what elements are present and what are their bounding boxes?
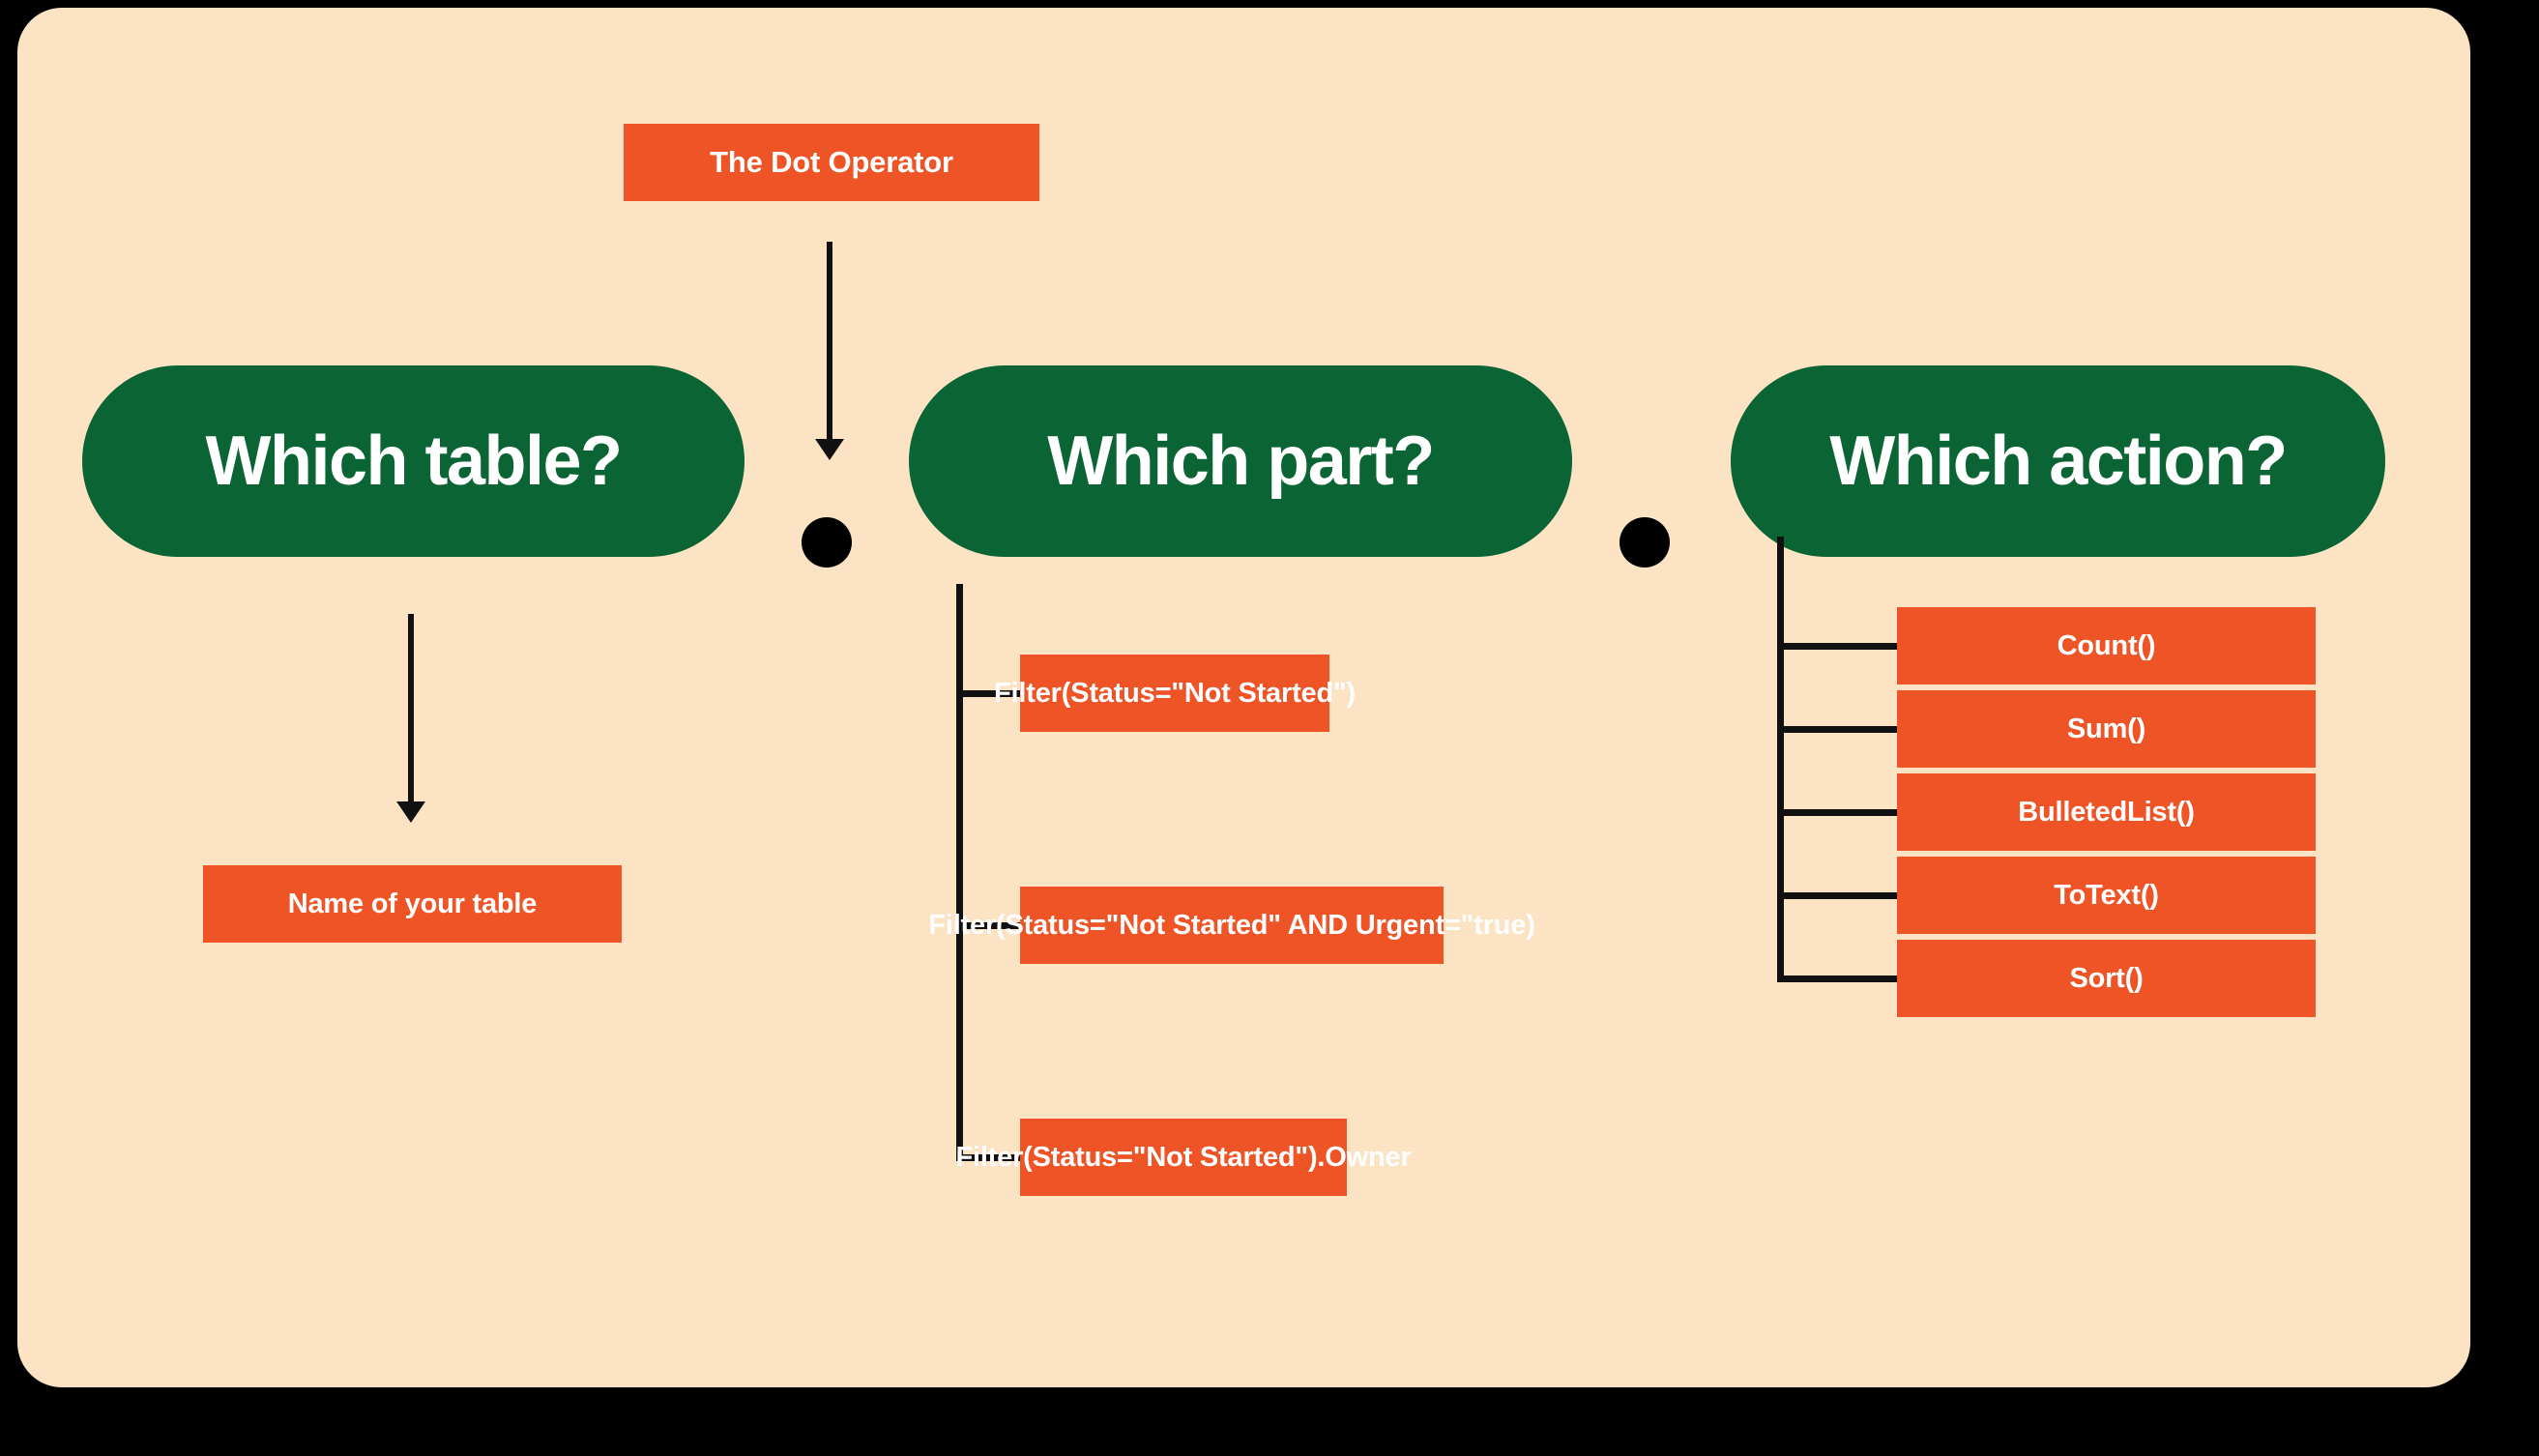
- dot-operator-icon-2: [1620, 517, 1670, 568]
- dot-operator-icon-1: [802, 517, 852, 568]
- item-filter-not-started-and-urgent: Filter(Status="Not Started" AND Urgent="…: [928, 887, 1535, 964]
- title-box-dot-operator: The Dot Operator: [624, 124, 1039, 201]
- item-totext: ToText(): [1897, 857, 2316, 934]
- item-sort: Sort(): [1897, 940, 2316, 1017]
- heading-pill-which-action[interactable]: Which action?: [1731, 365, 2385, 557]
- heading-pill-which-table[interactable]: Which table?: [82, 365, 744, 557]
- item-sum: Sum(): [1897, 690, 2316, 768]
- item-filter-not-started-owner: Filter(Status="Not Started").Owner: [955, 1119, 1412, 1196]
- item-name-of-your-table: Name of your table: [203, 865, 622, 943]
- item-count: Count(): [1897, 607, 2316, 684]
- diagram-canvas: The Dot Operator Which table? Name of yo…: [17, 8, 2470, 1387]
- item-filter-not-started: Filter(Status="Not Started"): [994, 655, 1356, 732]
- item-bulletedlist: BulletedList(): [1897, 773, 2316, 851]
- heading-pill-which-part[interactable]: Which part?: [909, 365, 1572, 557]
